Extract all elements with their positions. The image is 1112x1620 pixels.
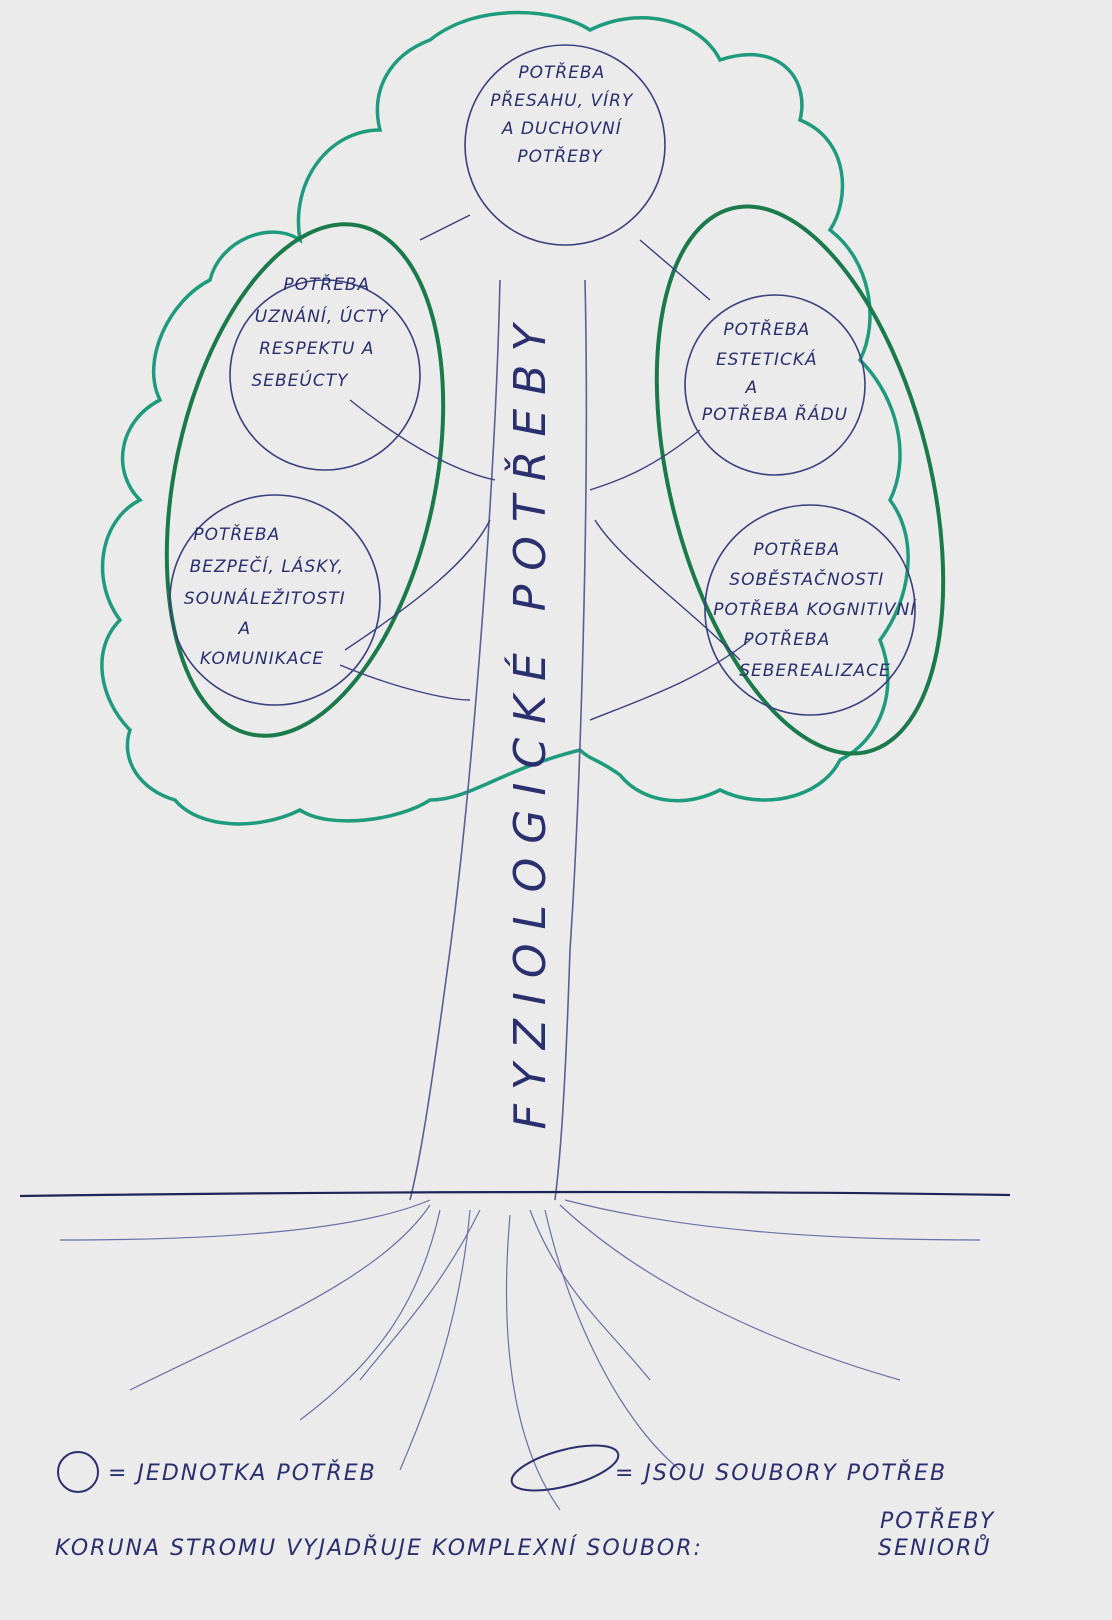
node-line: PŘESAHU, VÍRY: [490, 89, 634, 111]
trunk-label: FYZIOLOGICKÉ POTŘEBY: [503, 311, 556, 1130]
node-line: SEBEÚCTY: [251, 369, 349, 391]
ground-line: [20, 1192, 1010, 1196]
node-text-left-upper: POTŘEBA UZNÁNÍ, ÚCTY RESPEKTU A SEBEÚCTY: [251, 273, 395, 391]
node-line: POTŘEBA: [743, 628, 830, 650]
node-line: POTŘEBA: [518, 61, 605, 83]
node-line: A DUCHOVNÍ: [501, 117, 623, 139]
branch-right-lower-2: [590, 640, 750, 720]
node-line: POTŘEBA: [283, 273, 370, 295]
node-line: RESPEKTU A: [259, 339, 374, 359]
node-line: POTŘEBY: [517, 145, 603, 167]
node-line: SOUNÁLEŽITOSTI: [184, 587, 346, 609]
node-line: BEZPEČÍ, LÁSKY,: [190, 555, 344, 577]
root: [507, 1215, 560, 1510]
trunk-outline-left: [410, 280, 500, 1200]
branch-left-lower-2: [340, 665, 470, 700]
root: [565, 1200, 980, 1240]
node-text-left-lower: POTŘEBA BEZPEČÍ, LÁSKY, SOUNÁLEŽITOSTI A…: [184, 523, 352, 669]
branch-right-lower: [595, 520, 740, 660]
node-line: A: [237, 619, 251, 639]
branch-right-upper: [590, 430, 700, 490]
branch-left-lower: [345, 520, 490, 650]
node-line: POTŘEBA: [723, 318, 810, 340]
node-line: A: [744, 378, 758, 398]
node-line: SOBĚSTAČNOSTI: [729, 568, 884, 590]
caption-tail-bottom: SENIORŮ: [878, 1534, 992, 1561]
caption-tail-top: POTŘEBY: [880, 1508, 995, 1534]
branch-left-upper: [350, 400, 495, 480]
branch-top-right: [640, 240, 710, 300]
legend-ellipse-symbol: [507, 1436, 623, 1499]
root: [400, 1210, 470, 1470]
node-line: POTŘEBA: [193, 523, 280, 545]
node-line: POTŘEBA: [753, 538, 840, 560]
node-line: SEBEREALIZACE: [739, 661, 891, 681]
node-text-right-lower: POTŘEBA SOBĚSTAČNOSTI POTŘEBA KOGNITIVNÍ…: [713, 538, 922, 681]
root: [360, 1210, 480, 1380]
node-line: ESTETICKÁ: [716, 348, 818, 370]
legend-sets-label: = JSOU SOUBORY POTŘEB: [615, 1460, 947, 1486]
node-line: UZNÁNÍ, ÚCTY: [255, 305, 390, 327]
branch-top-left: [420, 215, 470, 240]
root: [130, 1205, 430, 1390]
node-text-right-upper: POTŘEBA ESTETICKÁ A POTŘEBA ŘÁDU: [702, 318, 848, 425]
root: [560, 1205, 900, 1380]
right-needs-set-outline: [606, 177, 994, 783]
node-text-top: POTŘEBA PŘESAHU, VÍRY A DUCHOVNÍ POTŘEBY: [490, 61, 640, 167]
legend-unit-label: = JEDNOTKA POTŘEB: [108, 1460, 377, 1486]
node-line: KOMUNIKACE: [200, 649, 324, 669]
trunk-outline-right: [555, 280, 586, 1200]
root: [60, 1200, 430, 1240]
legend-circle-symbol: [58, 1452, 98, 1492]
root: [545, 1210, 680, 1470]
node-line: POTŘEBA KOGNITIVNÍ: [713, 598, 917, 620]
root: [530, 1210, 650, 1380]
node-line: POTŘEBA ŘÁDU: [702, 403, 848, 425]
caption-main: KORUNA STROMU VYJADŘUJE KOMPLEXNÍ SOUBOR…: [55, 1535, 703, 1561]
root: [300, 1210, 440, 1420]
